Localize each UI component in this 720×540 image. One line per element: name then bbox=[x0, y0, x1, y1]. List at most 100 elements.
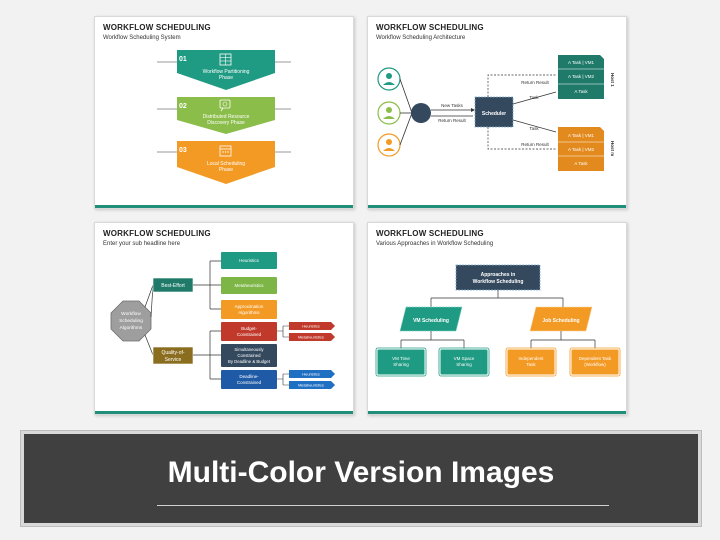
slide-subtitle: Various Approaches in Workflow Schedulin… bbox=[376, 241, 494, 247]
resource-discovery-icon bbox=[219, 99, 231, 112]
svg-text:Constrained: Constrained bbox=[237, 332, 262, 337]
phase-number: 01 bbox=[179, 56, 187, 63]
metaheuristics-box bbox=[221, 277, 277, 294]
slide-title: WORKFLOW SCHEDULING bbox=[103, 229, 211, 238]
job-scheduling-box bbox=[529, 306, 593, 332]
svg-text:Metaheuristics: Metaheuristics bbox=[298, 335, 324, 340]
simultaneous-box bbox=[221, 344, 277, 367]
svg-text:Quality-of-: Quality-of- bbox=[161, 350, 184, 356]
slide-subtitle: Workflow Scheduling System bbox=[103, 35, 181, 41]
phase-3: 03 Local Scheduling Phase bbox=[157, 141, 291, 184]
phase-number: 02 bbox=[179, 103, 187, 110]
host1-row-1: A Task | VM1 bbox=[568, 60, 595, 65]
host2-row-2: A Task | VM2 bbox=[568, 147, 595, 152]
host-m-stack: A Task | VM1 A Task | VM2 A Task Host m bbox=[558, 127, 615, 171]
host2-label: Host m bbox=[610, 141, 615, 156]
svg-text:Heuristics: Heuristics bbox=[302, 324, 320, 329]
svg-text:Service: Service bbox=[165, 357, 182, 363]
user-icon-teal bbox=[377, 67, 401, 91]
return-result-label: Return Result bbox=[438, 118, 466, 123]
budget-heuristics bbox=[289, 322, 335, 330]
svg-text:Constrained: Constrained bbox=[237, 353, 261, 358]
phase-number: 03 bbox=[179, 147, 187, 154]
svg-text:Constrained: Constrained bbox=[237, 380, 262, 385]
host1-label: Host 1 bbox=[610, 73, 615, 87]
task-label-1: Task bbox=[529, 95, 539, 100]
budget-metaheuristics bbox=[289, 333, 335, 341]
phase-label-line1: Distributed Resource bbox=[203, 114, 250, 120]
host2-row-3: A Task bbox=[574, 161, 588, 166]
svg-text:Job Scheduling: Job Scheduling bbox=[542, 318, 579, 324]
calendar-icon bbox=[219, 145, 232, 157]
svg-text:(Workflow): (Workflow) bbox=[584, 362, 606, 367]
vm-time-sharing bbox=[376, 348, 426, 376]
slide-subtitle: Workflow Scheduling Architecture bbox=[376, 35, 466, 41]
slide-thumbnail-4[interactable]: WORKFLOW SCHEDULING Various Approaches i… bbox=[367, 222, 627, 415]
architecture-diagram: New Tasks Return Result Scheduler Task R… bbox=[377, 55, 615, 171]
user-icon-green bbox=[377, 101, 401, 125]
phase-label-line2: Discovery Phase bbox=[207, 120, 245, 126]
svg-text:Metaheuristics: Metaheuristics bbox=[298, 383, 324, 388]
svg-text:Sharing: Sharing bbox=[393, 362, 409, 367]
slide-thumbnail-1[interactable]: WORKFLOW SCHEDULING Workflow Scheduling … bbox=[94, 16, 354, 209]
svg-text:Algorithms: Algorithms bbox=[120, 325, 143, 331]
deadline-heuristics bbox=[289, 370, 335, 378]
svg-text:Metaheuristics: Metaheuristics bbox=[234, 283, 264, 288]
phase-label-line1: Workflow Partitioning bbox=[203, 69, 250, 75]
svg-text:VM Space: VM Space bbox=[454, 356, 475, 361]
svg-text:Approaches in: Approaches in bbox=[481, 272, 516, 278]
svg-text:Algorithms: Algorithms bbox=[238, 310, 260, 315]
svg-text:Task: Task bbox=[526, 362, 536, 367]
svg-text:Approximation: Approximation bbox=[235, 304, 264, 309]
qos-box bbox=[152, 346, 194, 365]
slide-thumbnail-3[interactable]: WORKFLOW SCHEDULING Enter your sub headl… bbox=[94, 222, 354, 415]
svg-text:Heuristics: Heuristics bbox=[239, 258, 260, 263]
svg-text:Scheduling: Scheduling bbox=[119, 318, 143, 324]
svg-text:Sharing: Sharing bbox=[456, 362, 472, 367]
center-octagon: Workflow Scheduling Algorithms bbox=[110, 300, 152, 342]
deadline-metaheuristics bbox=[289, 381, 335, 389]
return-result-label-1: Return Result bbox=[521, 80, 549, 85]
host1-row-3: A Task bbox=[574, 89, 588, 94]
heuristics-box bbox=[221, 252, 277, 269]
host-1-stack: A Task | VM1 A Task | VM2 A Task Host 1 bbox=[558, 55, 615, 99]
phase-2: 02 Distributed Resource Discovery Phase bbox=[157, 97, 291, 134]
svg-text:VM Scheduling: VM Scheduling bbox=[413, 318, 449, 324]
svg-text:Simultaneously: Simultaneously bbox=[234, 347, 264, 352]
scheduler-box bbox=[474, 96, 514, 128]
phase-label-line1: Local Scheduling bbox=[207, 161, 245, 167]
return-result-label-2: Return Result bbox=[521, 142, 549, 147]
slide-title: WORKFLOW SCHEDULING bbox=[103, 23, 211, 32]
svg-text:Workflow: Workflow bbox=[121, 311, 141, 317]
budget-box bbox=[221, 322, 277, 341]
deadline-box bbox=[221, 370, 277, 389]
task-label-2: Task bbox=[529, 126, 539, 131]
algorithm-tree: Workflow Scheduling Algorithms Best-Effo… bbox=[110, 252, 335, 389]
slide-thumbnail-2[interactable]: WORKFLOW SCHEDULING Workflow Scheduling … bbox=[367, 16, 627, 209]
svg-text:Heuristics: Heuristics bbox=[302, 372, 320, 377]
independent-task bbox=[506, 348, 556, 376]
slide-subtitle: Enter your sub headline here bbox=[103, 241, 181, 247]
approaches-tree: Approaches in Workflow Scheduling VM Sch… bbox=[375, 264, 621, 377]
new-tasks-label: New Tasks bbox=[441, 103, 463, 108]
best-effort-label: Best-Effort bbox=[161, 283, 185, 289]
banner-divider bbox=[157, 505, 609, 506]
slide-title: WORKFLOW SCHEDULING bbox=[376, 23, 484, 32]
svg-text:VM Time: VM Time bbox=[392, 356, 410, 361]
slide-title: WORKFLOW SCHEDULING bbox=[376, 229, 484, 238]
svg-text:Independent: Independent bbox=[518, 356, 544, 361]
scheduler-label: Scheduler bbox=[482, 111, 506, 117]
root-box bbox=[455, 264, 541, 291]
phase-label-line2: Phase bbox=[219, 75, 233, 81]
phase-diagram: 01 Workflow Partitioning Phase 02 bbox=[157, 50, 291, 184]
phase-1: 01 Workflow Partitioning Phase bbox=[157, 50, 291, 90]
caption-banner: Multi-Color Version Images bbox=[21, 431, 701, 526]
host1-row-2: A Task | VM2 bbox=[568, 74, 595, 79]
user-icon-orange bbox=[377, 133, 401, 157]
workflow-icon bbox=[219, 53, 232, 66]
svg-text:Workflow Scheduling: Workflow Scheduling bbox=[473, 279, 524, 285]
hub-node bbox=[411, 103, 431, 123]
banner-title: Multi-Color Version Images bbox=[167, 456, 555, 489]
vm-scheduling-box bbox=[399, 306, 463, 332]
